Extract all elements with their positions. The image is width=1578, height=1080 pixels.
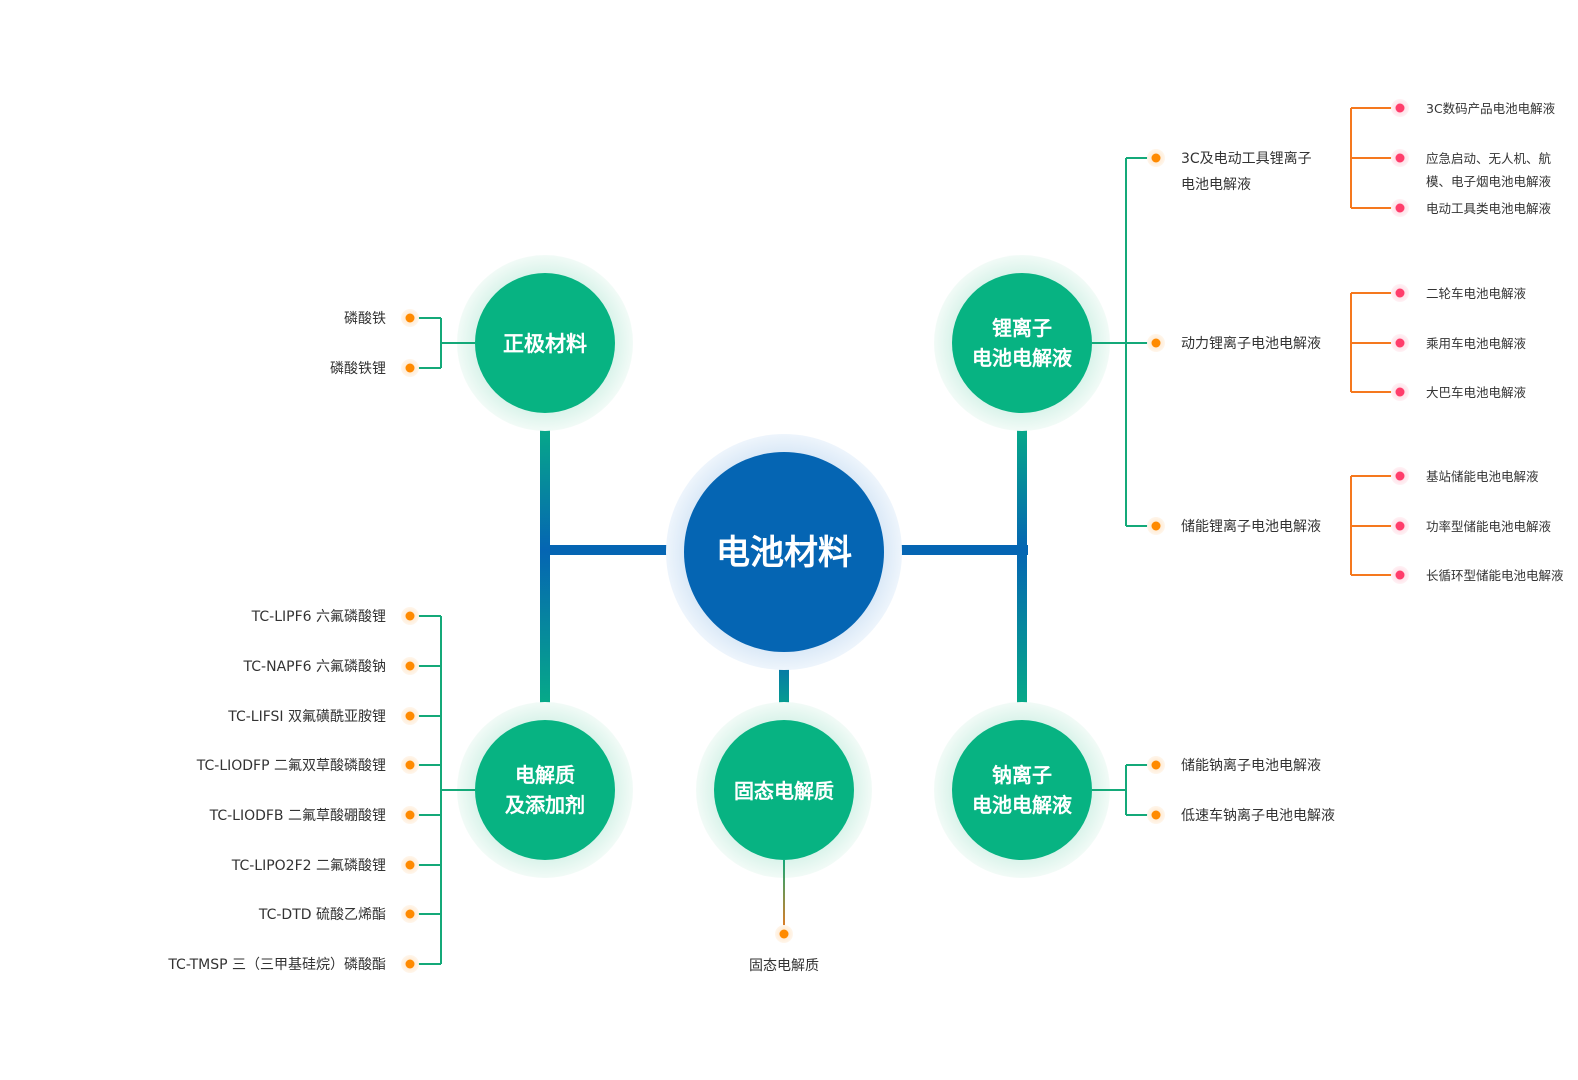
leaf-label: TC-TMSP 三（三甲基硅烷）磷酸酯 <box>167 956 386 973</box>
sub-leaf-label: 长循环型储能电池电解液 <box>1426 568 1564 583</box>
solid-node: 固态电解质 <box>696 702 872 878</box>
sub-leaf-label: 3C数码产品电池电解液 <box>1426 101 1556 116</box>
lithium-label-line2: 电池电解液 <box>972 346 1073 370</box>
sub-leaf-dot <box>1395 203 1405 213</box>
leaf-label: 储能钠离子电池电解液 <box>1181 757 1321 774</box>
sodium-label-line2: 电池电解液 <box>972 793 1073 817</box>
sub-leaf-label: 基站储能电池电解液 <box>1426 469 1539 484</box>
group-dot <box>1151 153 1161 163</box>
electrolyte-label-line1: 电解质 <box>515 763 575 787</box>
lithium-connectors <box>1092 157 1156 527</box>
lithium-node: 锂离子 电池电解液 <box>934 255 1110 431</box>
group-label: 动力锂离子电池电解液 <box>1181 335 1321 352</box>
sub-leaf-dot <box>1395 521 1405 531</box>
sub-leaf-dot <box>1395 153 1405 163</box>
leaf-dot <box>405 860 415 870</box>
leaf-dot <box>405 909 415 919</box>
sodium-label-line1: 钠离子 <box>992 763 1052 787</box>
leaf-dot <box>405 760 415 770</box>
group-label: 储能锂离子电池电解液 <box>1181 518 1321 535</box>
lithium-groups: 3C及电动工具锂离子 电池电解液 动力锂离子电池电解液 储能锂离子电池电解液 <box>1147 149 1321 535</box>
leaf-dot <box>1151 810 1161 820</box>
sub-leaf-label: 二轮车电池电解液 <box>1426 286 1527 301</box>
sub-leaf-label: 应急启动、无人机、航 <box>1426 151 1552 166</box>
leaf-label: TC-LIFSI 双氟磺酰亚胺锂 <box>227 709 386 725</box>
leaf-dot <box>405 611 415 621</box>
leaf-label: 磷酸铁锂 <box>330 361 386 377</box>
sub-leaf-label: 大巴车电池电解液 <box>1426 385 1527 400</box>
sub-leaf-dot <box>1395 288 1405 298</box>
leaf-label: 固态电解质 <box>749 958 819 974</box>
leaf-dot <box>405 363 415 373</box>
cathode-label: 正极材料 <box>503 332 587 356</box>
group-label: 3C及电动工具锂离子 <box>1181 150 1312 167</box>
leaf-label: 磷酸铁 <box>344 311 386 327</box>
trunk-lines <box>540 410 1028 726</box>
leaf-label: TC-LIODFB 二氟草酸硼酸锂 <box>209 808 386 824</box>
leaf-label: TC-DTD 硫酸乙烯酯 <box>258 907 386 923</box>
leaf-dot <box>1151 760 1161 770</box>
sub-leaf-label: 模、电子烟电池电解液 <box>1426 174 1552 189</box>
sub-leaf-label: 电动工具类电池电解液 <box>1426 201 1552 216</box>
sub-leaf-dot <box>1395 338 1405 348</box>
leaf-label: TC-LIODFP 二氟双草酸磷酸锂 <box>196 758 386 774</box>
sub-leaf-dot <box>1395 471 1405 481</box>
solid-connectors <box>783 860 785 934</box>
group-label: 电池电解液 <box>1181 177 1251 193</box>
lithium-sub-leaves: 3C数码产品电池电解液 应急启动、无人机、航 模、电子烟电池电解液 电动工具类电… <box>1391 99 1564 584</box>
sodium-leaves: 储能钠离子电池电解液 低速车钠离子电池电解液 <box>1147 756 1335 824</box>
electrolyte-node: 电解质 及添加剂 <box>457 702 633 878</box>
cathode-node: 正极材料 <box>457 255 633 431</box>
leaf-label: TC-NAPF6 六氟磷酸钠 <box>243 659 386 675</box>
center-label: 电池材料 <box>716 533 852 573</box>
leaf-dot <box>405 810 415 820</box>
group-dot <box>1151 521 1161 531</box>
sodium-node: 钠离子 电池电解液 <box>934 702 1110 878</box>
center-node: 电池材料 <box>666 434 902 670</box>
sub-leaf-label: 功率型储能电池电解液 <box>1426 519 1552 534</box>
lithium-label-line1: 锂离子 <box>992 316 1052 340</box>
leaf-dot <box>405 711 415 721</box>
leaf-dot <box>405 313 415 323</box>
leaf-label: TC-LIPF6 六氟磷酸锂 <box>251 609 386 625</box>
leaf-dot <box>405 959 415 969</box>
sub-leaf-dot <box>1395 570 1405 580</box>
sub-leaf-dot <box>1395 387 1405 397</box>
solid-leaves: 固态电解质 <box>749 925 819 974</box>
sub-leaf-dot <box>1395 103 1405 113</box>
leaf-dot <box>779 929 789 939</box>
solid-label: 固态电解质 <box>734 779 834 803</box>
electrolyte-connectors <box>410 615 475 965</box>
electrolyte-leaves: TC-LIPF6 六氟磷酸锂 TC-NAPF6 六氟磷酸钠 TC-LIFSI 双… <box>167 607 419 973</box>
cathode-leaves: 磷酸铁 磷酸铁锂 <box>330 309 419 377</box>
group-dot <box>1151 338 1161 348</box>
leaf-dot <box>405 661 415 671</box>
leaf-label: TC-LIPO2F2 二氟磷酸锂 <box>231 858 386 874</box>
sub-leaf-label: 乘用车电池电解液 <box>1426 336 1527 351</box>
electrolyte-label-line2: 及添加剂 <box>505 793 585 817</box>
leaf-label: 低速车钠离子电池电解液 <box>1181 807 1335 824</box>
